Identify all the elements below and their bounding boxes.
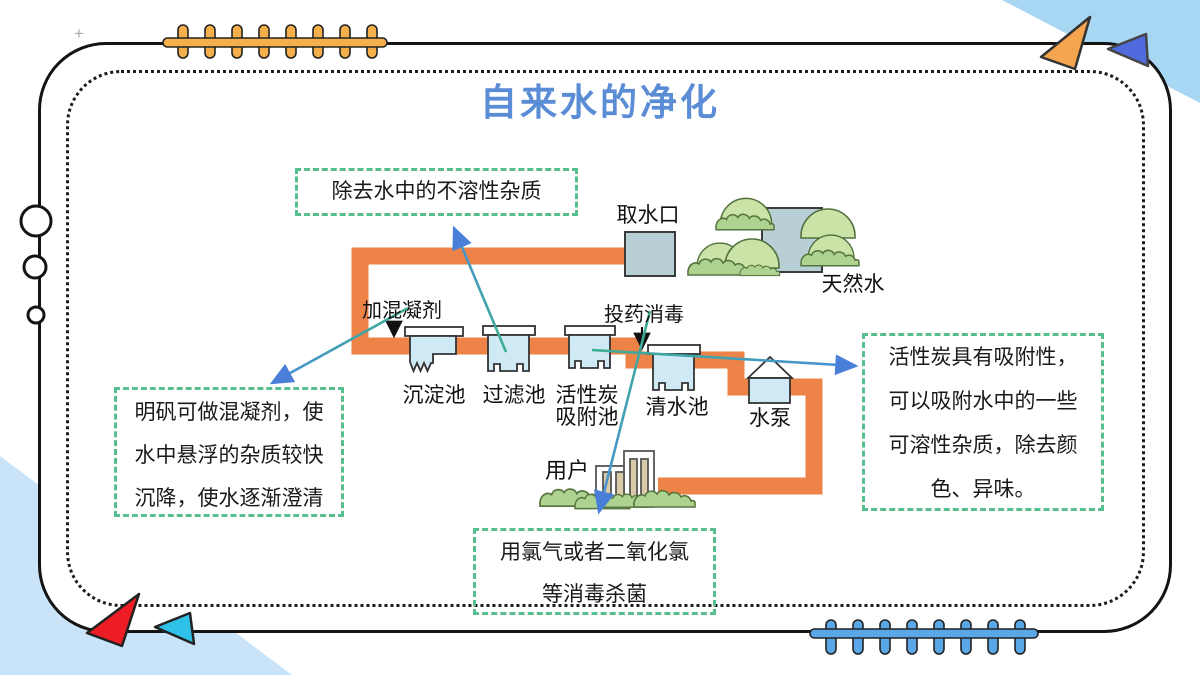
label-intake: 取水口 [616,203,680,227]
triangle-blue-icon [1106,32,1150,68]
label-add-coagulant: 加混凝剂 [362,300,442,322]
label-sedimentation-tank: 沉淀池 [402,383,466,407]
triangle-orange-icon [1039,15,1092,71]
pointer-to-alum-note [269,306,409,385]
label-clear-water-tank: 清水池 [645,395,709,419]
label-carbon-tank: 活性炭 吸附池 [555,383,619,429]
filter-tank [482,325,536,372]
label-natural-water: 天然水 [821,272,885,296]
zipper-top-icon [162,24,388,59]
zipper-bottom-icon [809,619,1039,655]
border-circles-icon [19,204,53,325]
pointer-to-chlorine-note [594,310,652,515]
sedimentation-tank [404,326,464,374]
water-pump-icon [745,355,795,404]
clear-water-tank [647,344,701,391]
label-water-pump: 水泵 [749,406,791,430]
note-alum-coagulant: 明矾可做混凝剂，使 水中悬浮的杂质较快 沉降，使水逐渐澄清 [114,387,344,517]
label-dosing: 投药消毒 [604,304,684,326]
label-filter-tank: 过滤池 [482,383,546,407]
plus-mark: + [74,24,84,43]
note-activated-carbon: 活性炭具有吸附性， 可以吸附水中的一些 可溶性杂质，除去颜 色、异味。 [862,333,1104,511]
intake-structure [624,231,676,277]
carbon-tank [564,325,616,369]
triangle-cyan-icon [153,611,196,646]
label-users: 用户 [544,458,589,483]
note-chlorine-disinfection: 用氯气或者二氧化氯 等消毒杀菌 [473,528,716,615]
triangle-red-icon [85,592,141,648]
slide-title: 自来水的净化 [480,82,720,123]
note-insoluble-impurities: 除去水中的不溶性杂质 [295,168,578,216]
inner-dotted-border [66,70,1145,607]
pointer-to-carbon-note [591,348,859,376]
pointer-to-insoluble-note [452,225,508,353]
